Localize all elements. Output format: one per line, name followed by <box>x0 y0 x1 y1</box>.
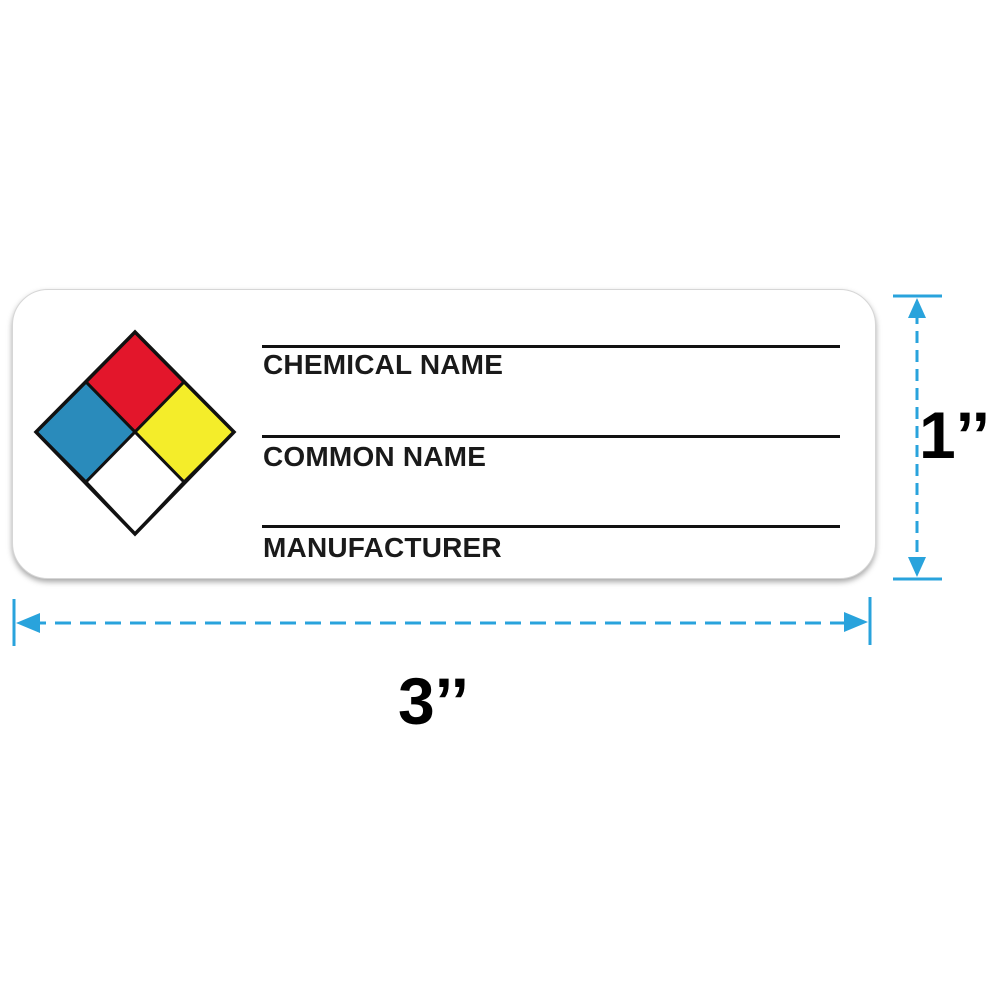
diamond-outline <box>33 329 237 537</box>
width-dimension <box>12 597 872 646</box>
nfpa-hazard-diamond-icon <box>33 329 237 537</box>
width-dimension-label: 3’’ <box>398 664 469 738</box>
manufacturer-label: MANUFACTURER <box>263 532 502 563</box>
common-name-label: COMMON NAME <box>263 441 487 472</box>
height-dimension-label: 1’’ <box>919 398 990 472</box>
manufacturer-line <box>262 525 840 528</box>
chemical-name-label: CHEMICAL NAME <box>263 349 504 380</box>
common-name-line <box>262 435 840 438</box>
chemical-name-line <box>262 345 840 348</box>
